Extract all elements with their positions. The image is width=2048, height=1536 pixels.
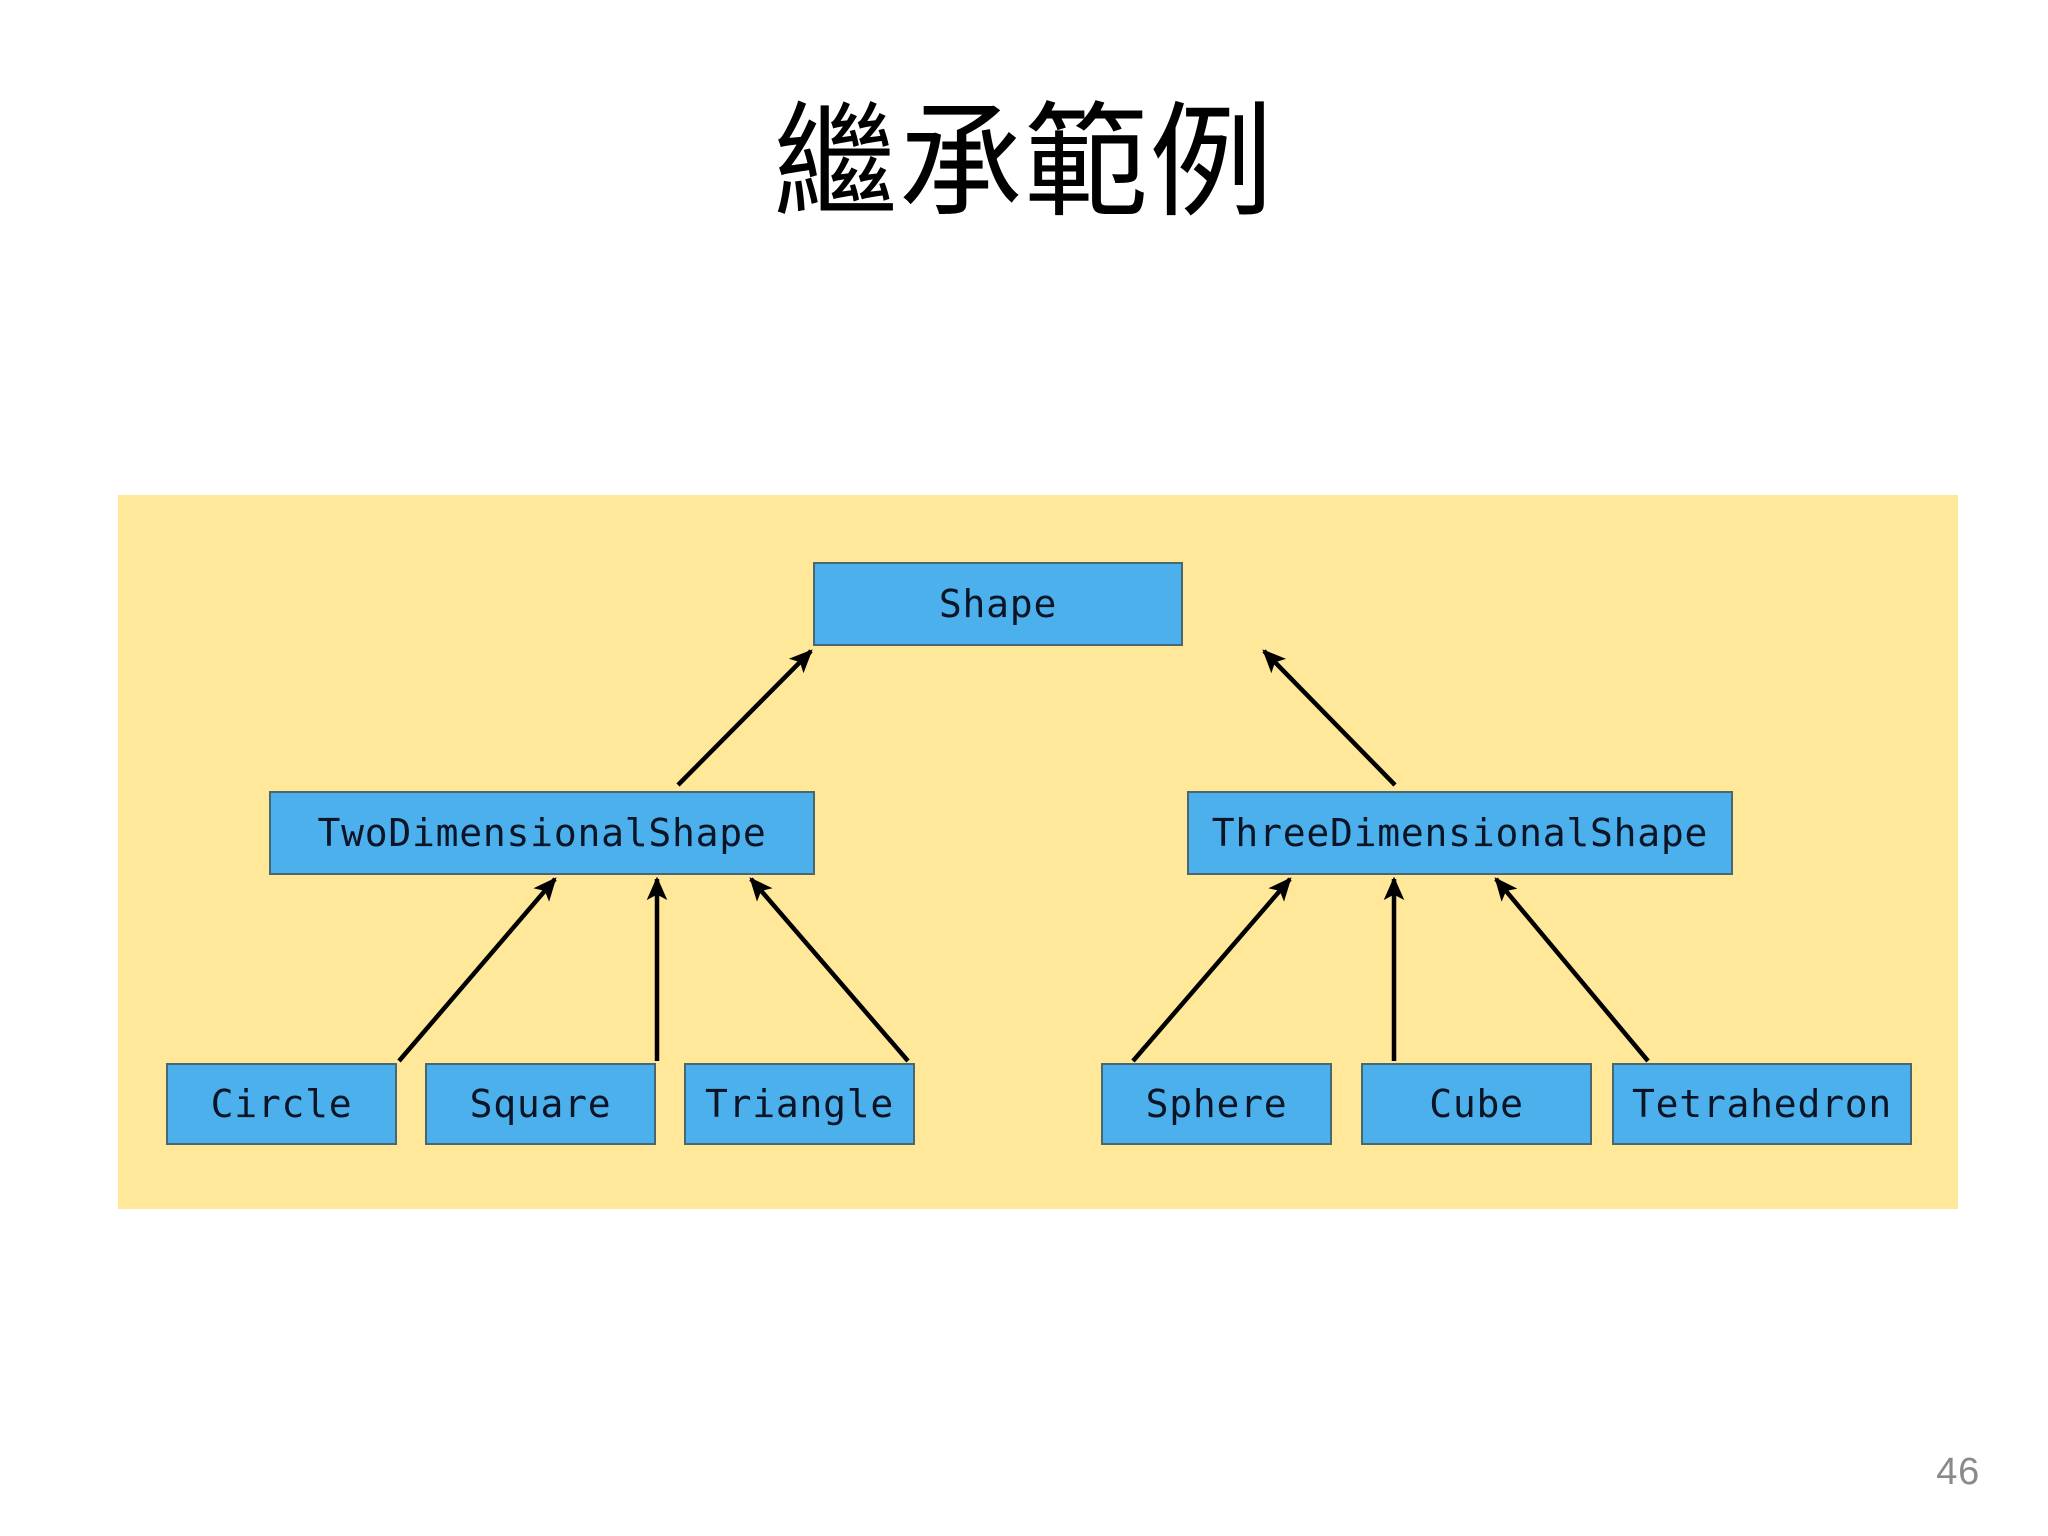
edge-two-dimensional-shape-to-shape [676,649,813,787]
class-label-cube: Cube [1429,1082,1524,1126]
class-box-cube[interactable]: Cube [1361,1063,1592,1145]
class-label-three-dimensional-shape: ThreeDimensionalShape [1211,811,1709,855]
class-label-tetrahedron: Tetrahedron [1631,1082,1893,1126]
class-label-circle: Circle [210,1082,353,1126]
edge-circle-to-two-dimensional-shape [397,877,557,1063]
class-box-circle[interactable]: Circle [166,1063,397,1145]
page-number: 46 [1936,1451,1980,1493]
connector-arrow-layer [397,649,1650,1063]
class-box-square[interactable]: Square [425,1063,656,1145]
class-box-three-dimensional-shape[interactable]: ThreeDimensionalShape [1187,791,1733,875]
edge-three-dimensional-shape-to-shape [1262,649,1397,787]
class-label-shape: Shape [938,582,1058,626]
class-box-two-dimensional-shape[interactable]: TwoDimensionalShape [269,791,815,875]
class-label-sphere: Sphere [1145,1082,1288,1126]
class-label-triangle: Triangle [704,1082,895,1126]
class-box-shape[interactable]: Shape [813,562,1183,646]
class-label-square: Square [469,1082,612,1126]
class-box-tetrahedron[interactable]: Tetrahedron [1612,1063,1912,1145]
page-title: 繼承範例 [773,91,1275,235]
edge-triangle-to-two-dimensional-shape [749,877,910,1063]
edge-tetrahedron-to-three-dimensional-shape [1494,877,1650,1063]
class-label-two-dimensional-shape: TwoDimensionalShape [317,811,767,855]
class-box-triangle[interactable]: Triangle [684,1063,915,1145]
class-box-sphere[interactable]: Sphere [1101,1063,1332,1145]
edge-sphere-to-three-dimensional-shape [1131,877,1292,1063]
inheritance-diagram-panel: Shape TwoDimensionalShape ThreeDimension… [118,495,1958,1209]
